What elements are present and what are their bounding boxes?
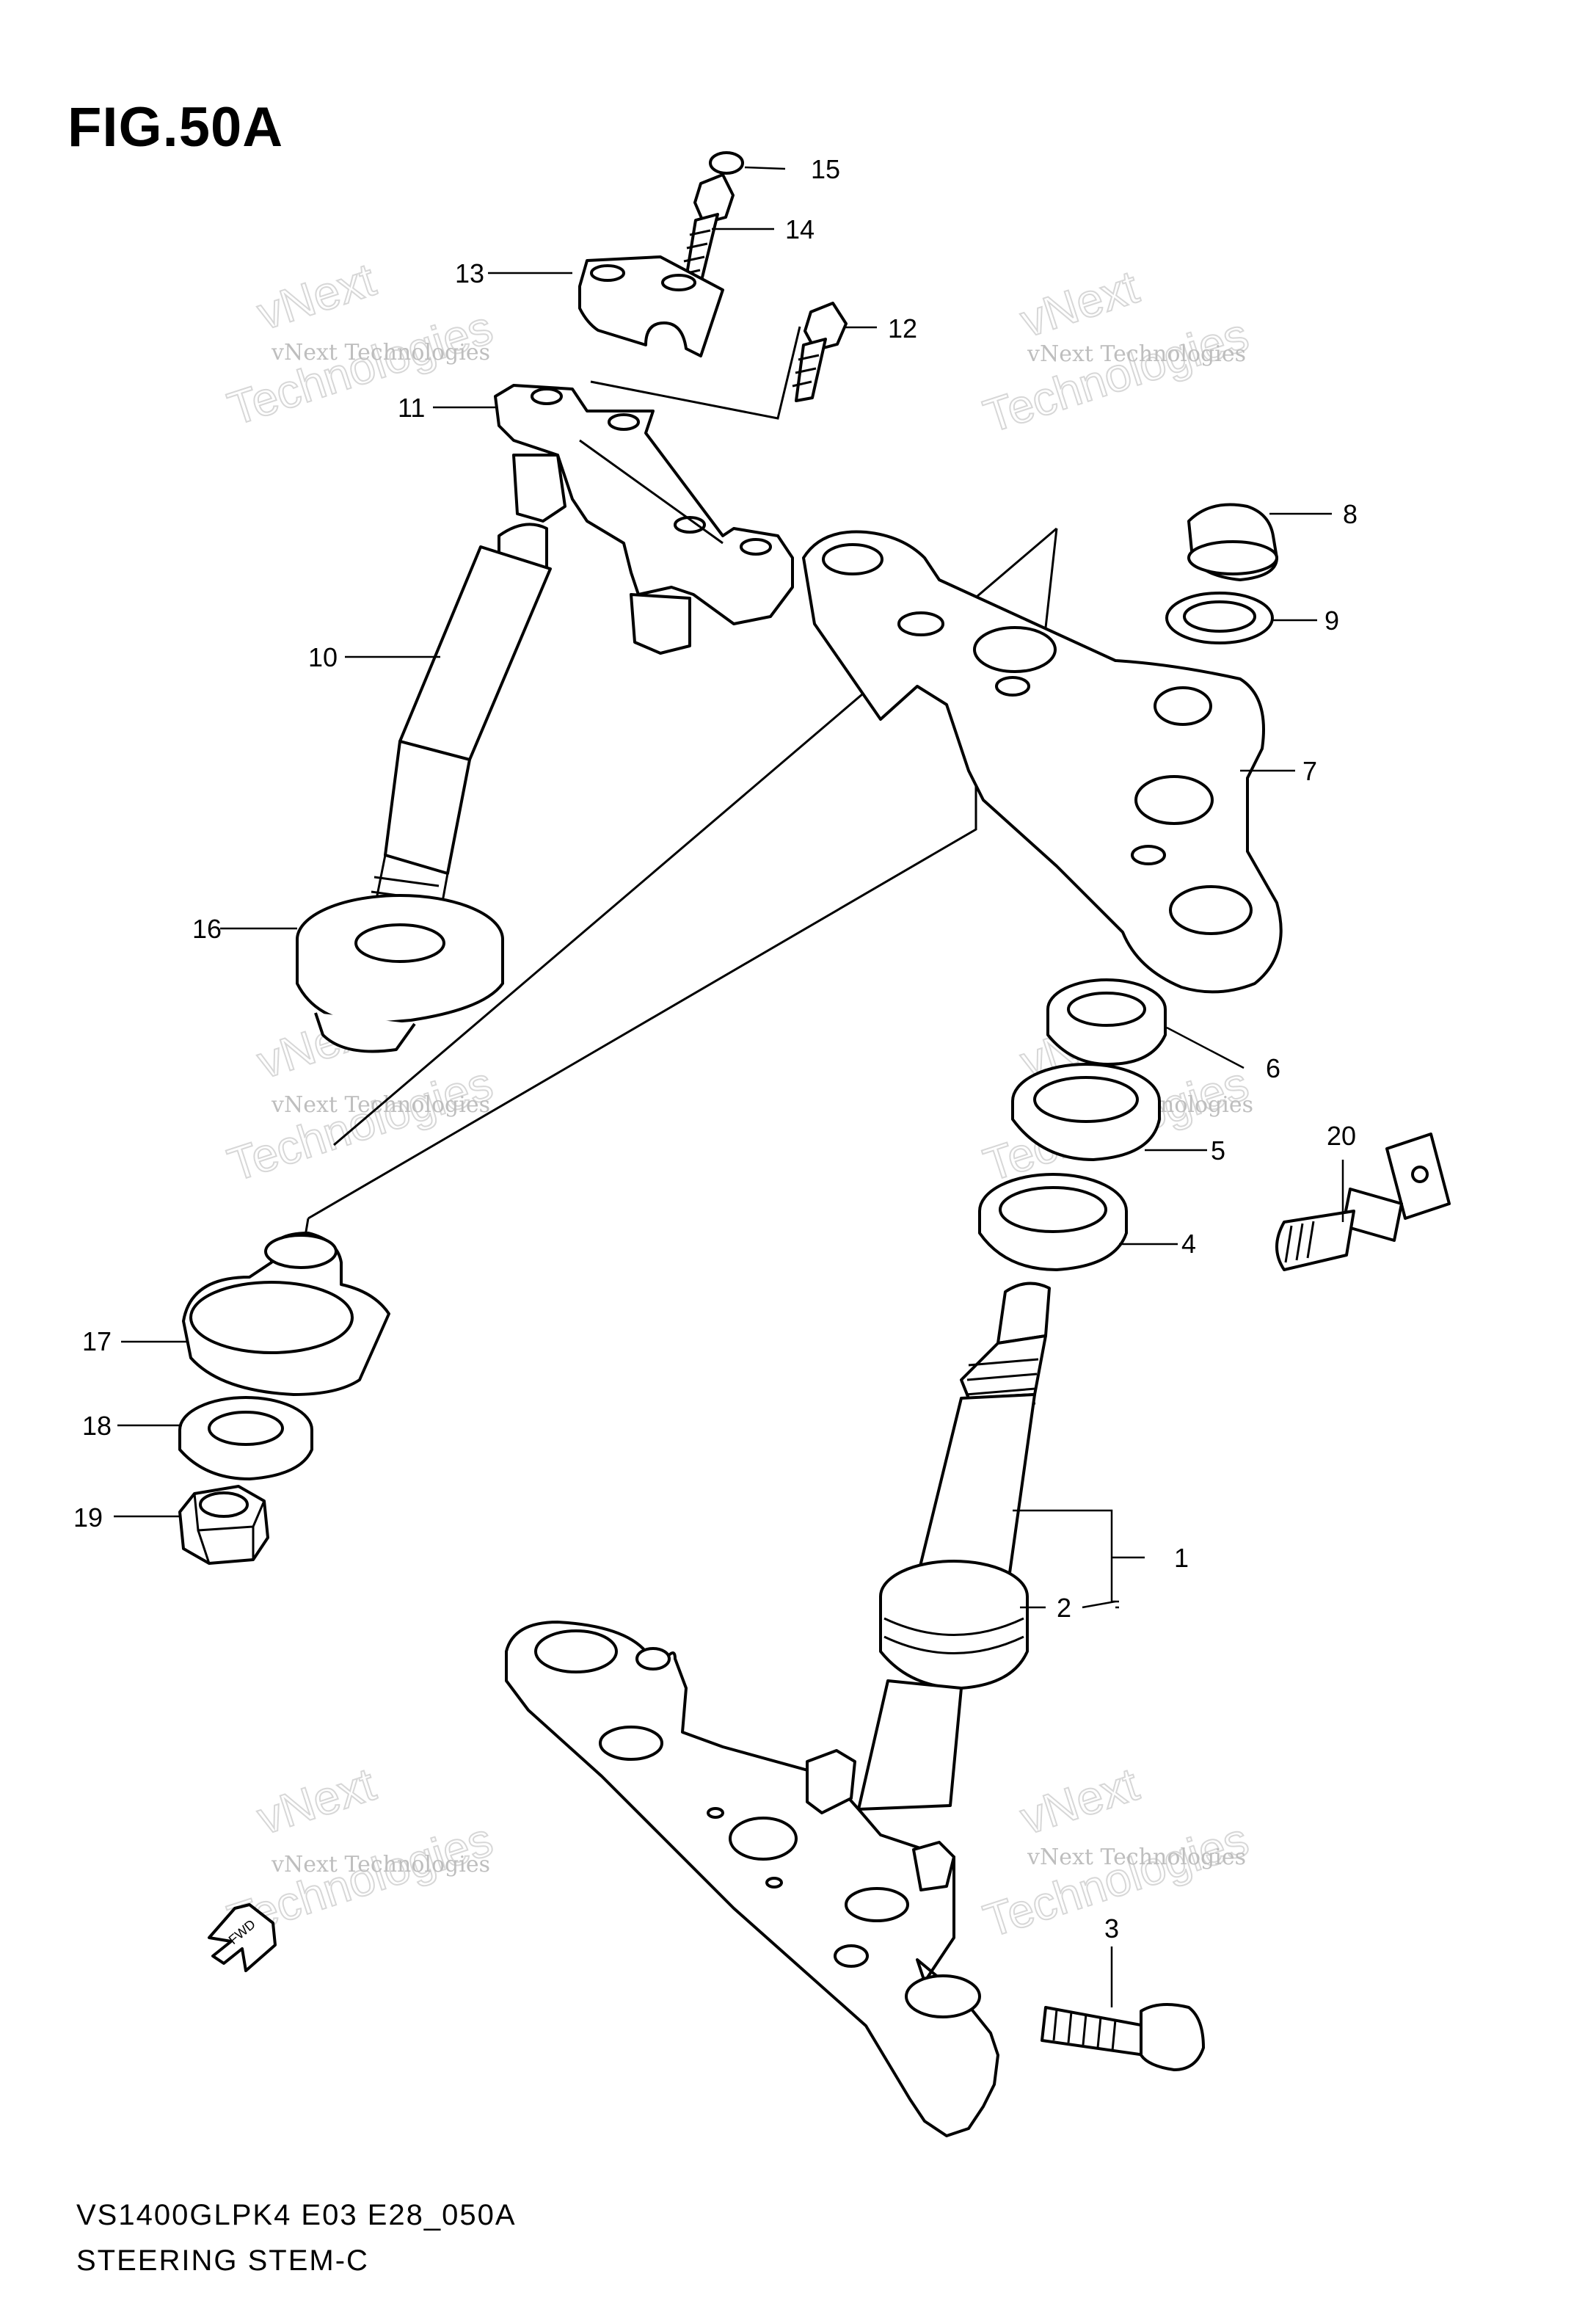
model-code: VS1400GLPK4 E03 E28_050A (76, 2199, 517, 2231)
svg-text:vNext: vNext (251, 1757, 382, 1844)
part-5-dust-seal (1011, 1063, 1161, 1161)
part-19-nut (178, 1485, 269, 1565)
part-2-stem-bearing-race (879, 1560, 1029, 1690)
part-15-o-ring (709, 151, 744, 175)
callout-5: 5 (1211, 1135, 1225, 1166)
callout-20: 20 (1327, 1121, 1356, 1151)
svg-text:vNext Technologies: vNext Technologies (1027, 1844, 1246, 1870)
part-17-bearing-spacer (182, 1232, 390, 1396)
part-16-flange-nut (296, 894, 504, 1053)
callout-15: 15 (811, 154, 840, 184)
svg-text:vNext Technologies: vNext Technologies (271, 340, 490, 366)
callout-1: 1 (1174, 1543, 1189, 1573)
part-6-lock-nut (1046, 978, 1167, 1066)
part-4-bearing (978, 1173, 1128, 1271)
callout-13: 13 (455, 258, 484, 288)
part-20-ignition-key (1275, 1133, 1451, 1271)
arrow-down-left-icon (208, 1903, 277, 1972)
callout-17: 17 (82, 1326, 112, 1356)
watermark-top-right: vNext vNext Technologies Technologies (977, 259, 1256, 443)
part-18-washer (178, 1396, 313, 1480)
callout-11: 11 (398, 393, 425, 423)
callout-18: 18 (82, 1411, 112, 1441)
part-13-handlebar-holder-upper (578, 255, 724, 357)
callout-2: 2 (1057, 1593, 1071, 1623)
part-8-cap (1187, 503, 1278, 581)
figure-title: FIG.50A (68, 96, 284, 159)
callout-19: 19 (73, 1502, 103, 1533)
svg-text:vNext: vNext (1014, 260, 1145, 347)
leader-lines (114, 166, 1344, 2007)
callout-16: 16 (192, 914, 222, 944)
callout-3: 3 (1104, 1913, 1119, 1944)
callout-labels: 1 2 3 4 5 6 7 8 9 10 11 12 13 14 15 16 1… (73, 154, 1358, 1944)
part-10-stem-shaft (362, 523, 552, 955)
part-7-upper-bracket (802, 530, 1283, 994)
callout-7: 7 (1302, 756, 1317, 786)
svg-text:vNext Technologies: vNext Technologies (271, 1852, 490, 1877)
part-11-handlebar-holder-lower (494, 384, 794, 655)
callout-10: 10 (308, 642, 338, 672)
part-9-washer (1165, 592, 1274, 644)
callout-4: 4 (1181, 1229, 1196, 1259)
part-1-steering-stem (916, 1282, 1051, 1579)
svg-text:vNext Technologies: vNext Technologies (1027, 341, 1246, 367)
callout-6: 6 (1266, 1053, 1280, 1083)
svg-text:Technologies: Technologies (977, 308, 1255, 443)
fwd-direction-marker: FWD (208, 1903, 277, 1972)
callout-8: 8 (1343, 499, 1358, 529)
callout-12: 12 (888, 313, 917, 343)
svg-text:vNext: vNext (251, 252, 382, 340)
part-3-bolt (1041, 2003, 1205, 2071)
part-12-bolt (792, 302, 848, 402)
lower-bracket (505, 1621, 999, 2137)
callout-9: 9 (1324, 606, 1339, 636)
svg-text:vNext: vNext (1014, 1757, 1145, 1844)
callout-14: 14 (785, 214, 815, 244)
diagram-caption: STEERING STEM-C (76, 2244, 369, 2277)
